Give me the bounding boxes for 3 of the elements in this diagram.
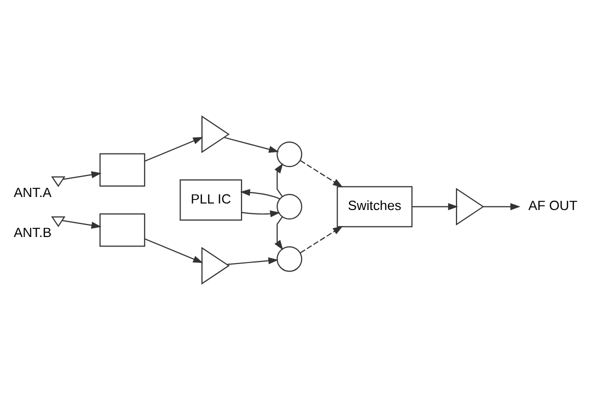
node-text: AF OUT [528, 198, 578, 214]
node-label: ANT.B [14, 224, 52, 240]
node-label: ANT.A [14, 184, 52, 200]
